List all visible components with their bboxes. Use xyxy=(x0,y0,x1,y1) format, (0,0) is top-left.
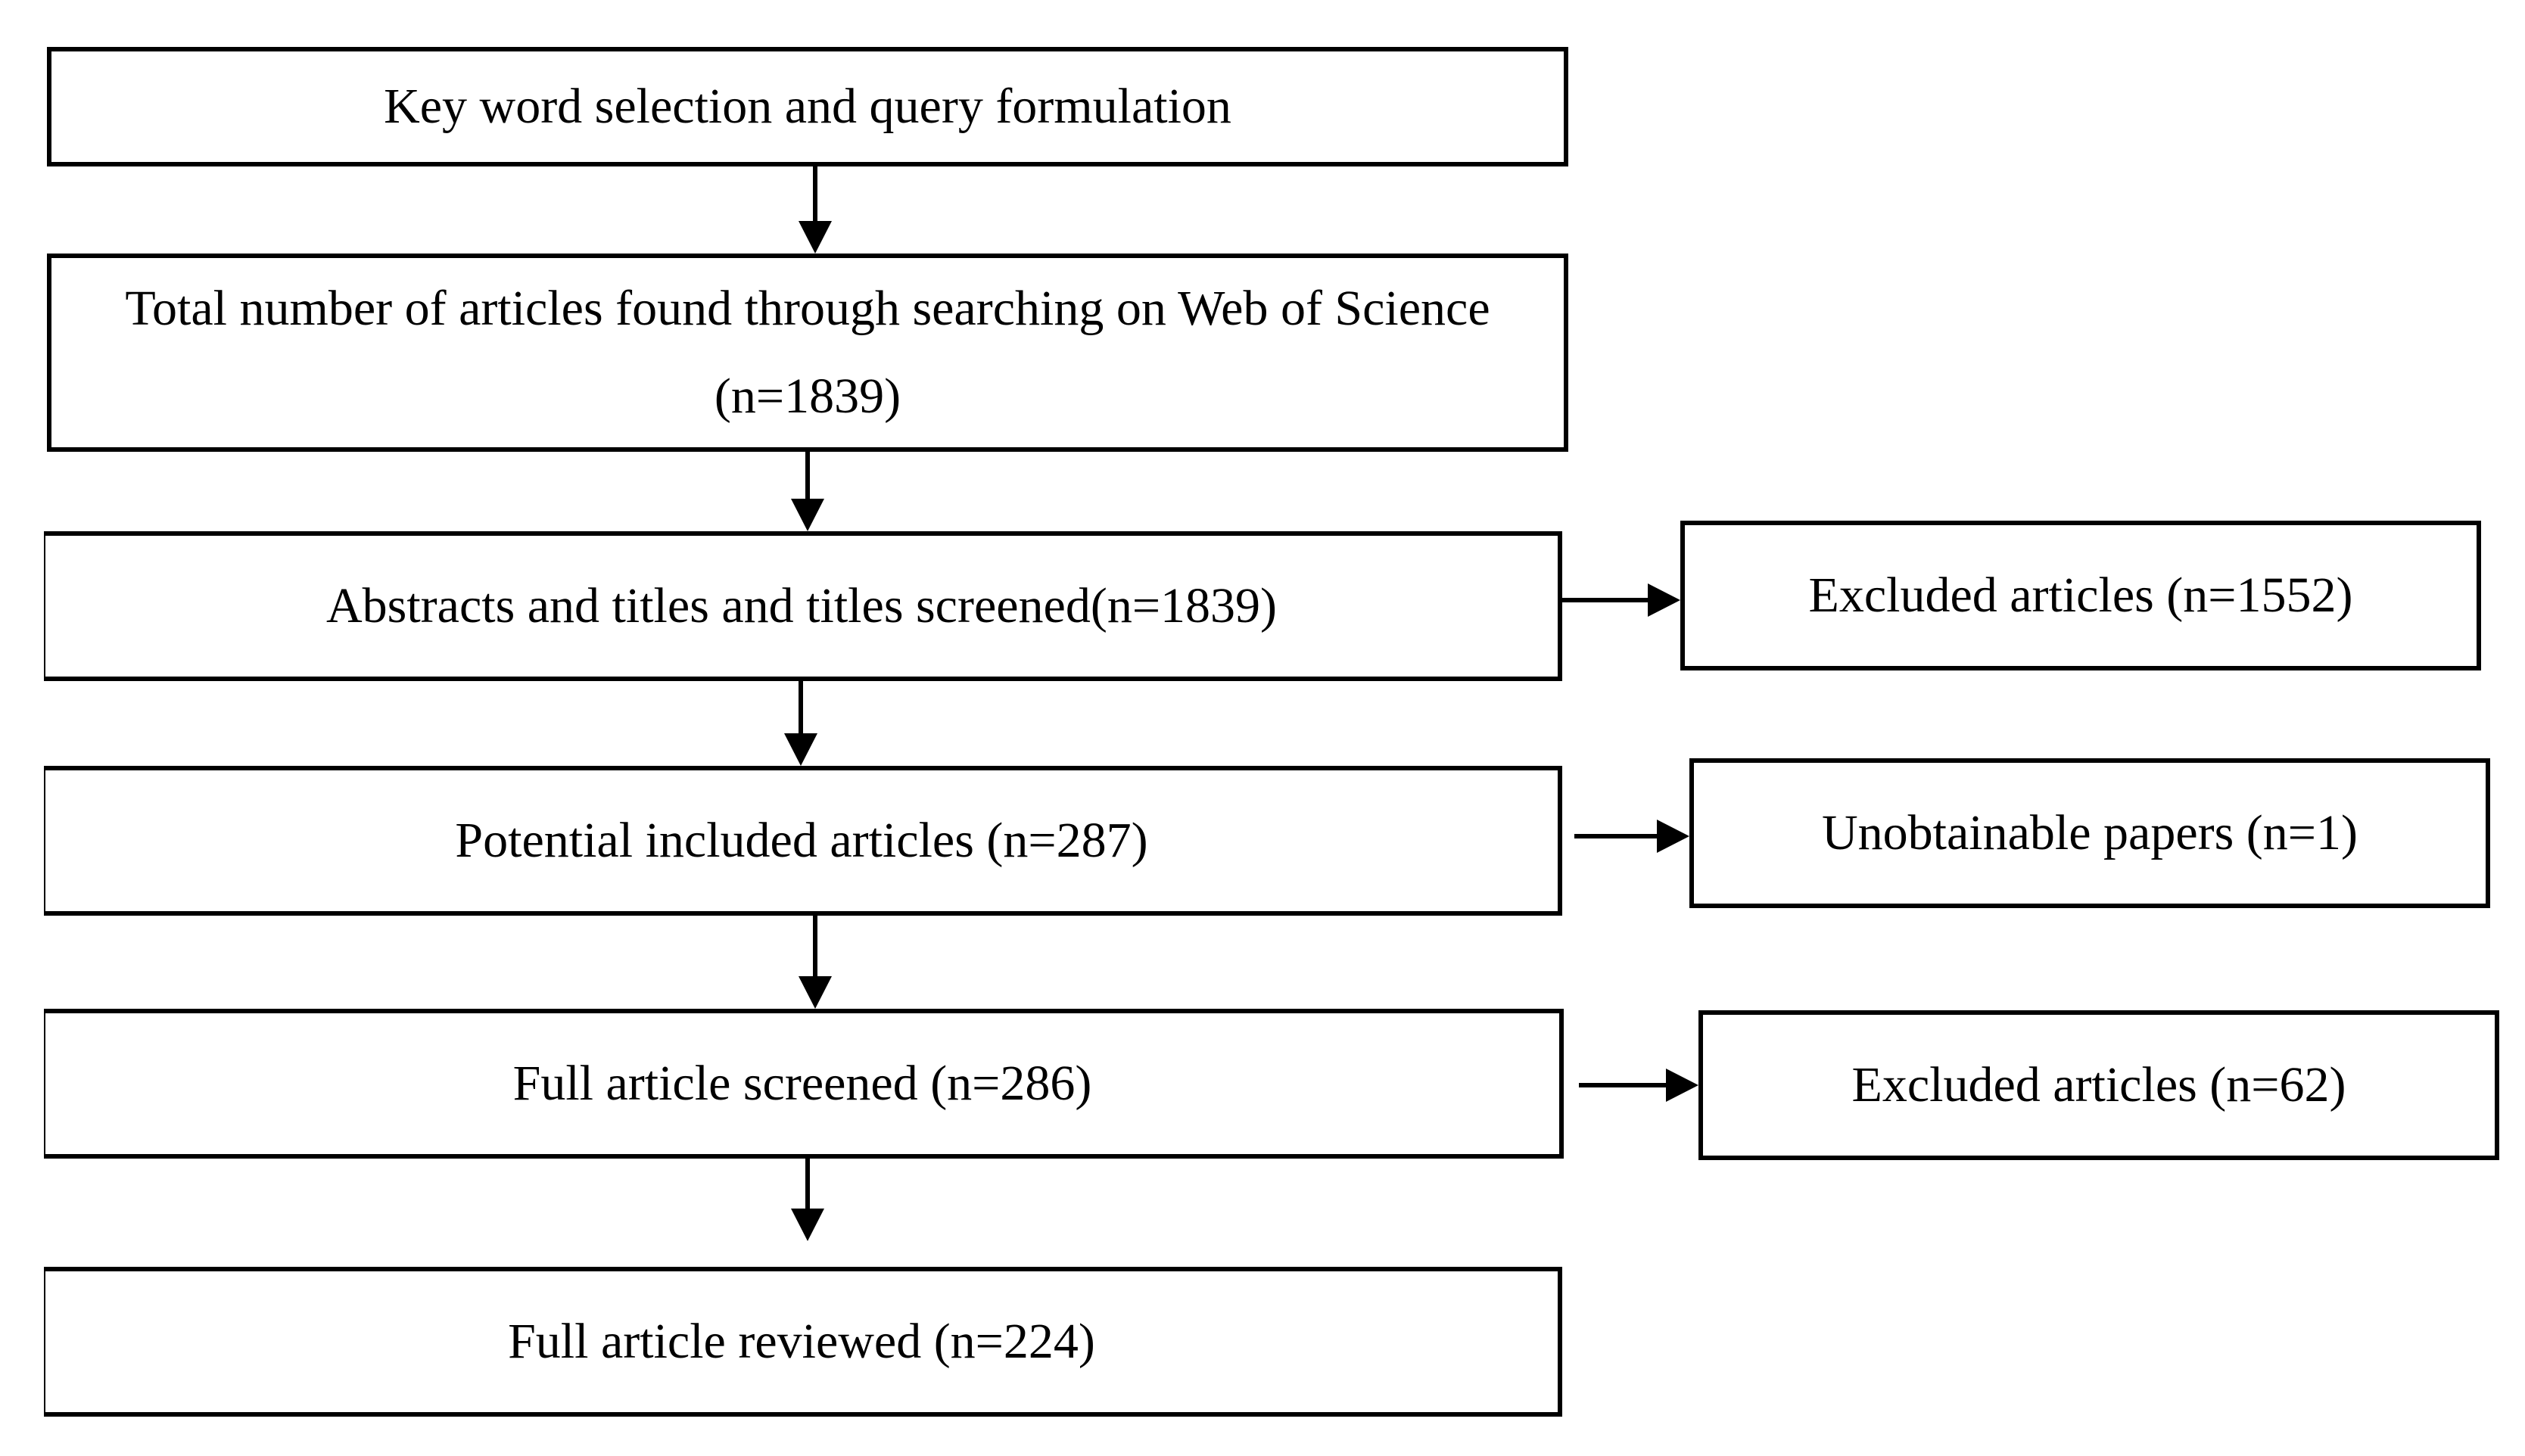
arrow-down-2 xyxy=(791,452,824,531)
arrow-right-2 xyxy=(1574,820,1689,853)
arrow-right-3 xyxy=(1579,1069,1698,1102)
step-abstracts-screened: Abstracts and titles and titles screened… xyxy=(44,531,1562,681)
side-excluded-full-label: Excluded articles (n=62) xyxy=(1851,1057,2346,1112)
arrow-down-3 xyxy=(784,681,817,766)
arrow-down-4 xyxy=(799,916,832,1009)
side-excluded-abstracts: Excluded articles (n=1552) xyxy=(1680,521,2481,670)
side-excluded-abstracts-label: Excluded articles (n=1552) xyxy=(1808,568,2353,623)
step-potential-included: Potential included articles (n=287) xyxy=(44,766,1562,916)
side-excluded-full: Excluded articles (n=62) xyxy=(1698,1010,2499,1160)
side-unobtainable: Unobtainable papers (n=1) xyxy=(1689,758,2490,908)
step-total-articles-label: Total number of articles found through s… xyxy=(125,281,1490,424)
step-full-reviewed-label: Full article reviewed (n=224) xyxy=(508,1314,1095,1369)
step-keyword-selection-label: Key word selection and query formulation xyxy=(384,79,1231,134)
side-unobtainable-label: Unobtainable papers (n=1) xyxy=(1822,805,2358,860)
arrow-down-5 xyxy=(791,1159,824,1241)
step-full-reviewed: Full article reviewed (n=224) xyxy=(44,1267,1562,1417)
arrow-down-1 xyxy=(799,166,832,254)
step-keyword-selection: Key word selection and query formulation xyxy=(47,47,1568,166)
step-full-screened-label: Full article screened (n=286) xyxy=(512,1056,1092,1111)
step-abstracts-screened-label: Abstracts and titles and titles screened… xyxy=(325,578,1278,633)
step-full-screened: Full article screened (n=286) xyxy=(44,1009,1564,1159)
step-total-articles: Total number of articles found through s… xyxy=(47,254,1568,452)
arrow-right-1 xyxy=(1562,583,1680,617)
step-potential-included-label: Potential included articles (n=287) xyxy=(455,813,1148,868)
